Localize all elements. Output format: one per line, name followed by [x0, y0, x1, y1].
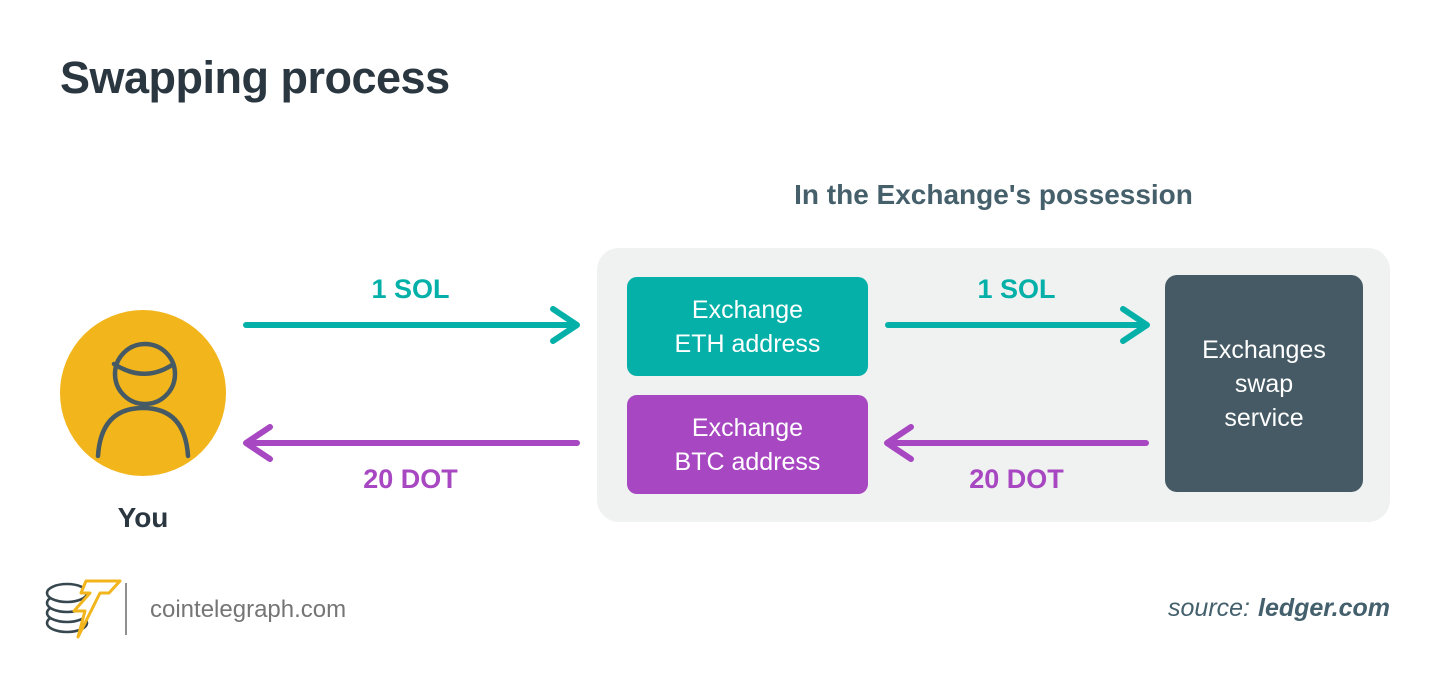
- exchange-eth-address-box: Exchange ETH address: [627, 277, 868, 376]
- flow-label-eth-to-swap: 1 SOL: [977, 274, 1056, 304]
- swap-box-line1: Exchanges: [1202, 335, 1326, 364]
- source-attribution: source: ledger.com: [1168, 594, 1390, 623]
- source-label: source:: [1168, 594, 1250, 622]
- flow-label-btc-to-you: 20 DOT: [363, 464, 458, 494]
- you-avatar-circle: [60, 310, 226, 476]
- arrow-you-to-eth: [243, 306, 580, 344]
- btc-box-line2: BTC address: [674, 447, 821, 476]
- you-label: You: [117, 502, 169, 533]
- eth-box-line1: Exchange: [691, 295, 804, 324]
- footer-site-url: cointelegraph.com: [150, 596, 347, 623]
- person-icon: [95, 341, 191, 459]
- footer-divider: [125, 583, 127, 635]
- arrow-eth-to-swap: [885, 306, 1150, 344]
- swap-box-line2: swap: [1234, 369, 1294, 398]
- cointelegraph-logo-icon: [45, 579, 122, 639]
- swap-box-line3: service: [1224, 403, 1304, 432]
- flow-label-you-to-eth: 1 SOL: [371, 274, 450, 304]
- btc-box-line1: Exchange: [691, 413, 804, 442]
- exchanges-swap-service-box: Exchanges swap service: [1165, 275, 1363, 492]
- exchange-btc-address-box: Exchange BTC address: [627, 395, 868, 494]
- panel-heading: In the Exchange's possession: [794, 179, 1193, 210]
- arrow-swap-to-btc: [884, 424, 1149, 462]
- eth-box-line2: ETH address: [674, 329, 821, 358]
- arrow-btc-to-you: [243, 424, 580, 462]
- page-title: Swapping process: [60, 52, 450, 103]
- flow-label-swap-to-btc: 20 DOT: [969, 464, 1064, 494]
- source-value: ledger.com: [1258, 594, 1390, 622]
